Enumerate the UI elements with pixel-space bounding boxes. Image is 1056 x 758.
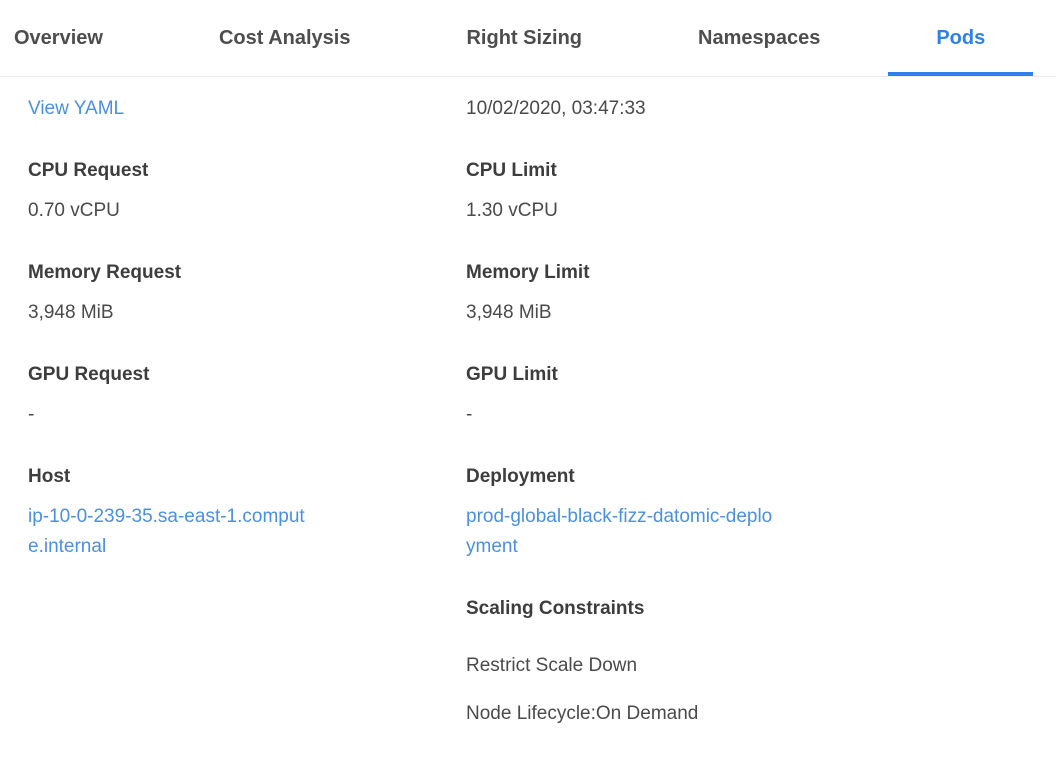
field-value: 3,948 MiB xyxy=(466,302,552,323)
field-deployment: Deployment prod-global-black-fizz-datomi… xyxy=(466,462,1026,562)
field-host: Host ip-10-0-239-35.sa-east-1.compute.in… xyxy=(28,462,466,562)
field-memory-request: Memory Request 3,948 MiB xyxy=(28,258,466,328)
scaling-constraints-label: Scaling Constraints xyxy=(466,598,645,619)
field-label: Memory Limit xyxy=(466,262,590,283)
left-column: View YAML CPU Request 0.70 vCPU Memory R… xyxy=(28,94,466,729)
right-column: 10/02/2020, 03:47:33 CPU Limit 1.30 vCPU… xyxy=(466,94,1026,729)
field-label: Host xyxy=(28,466,71,487)
host-link[interactable]: ip-10-0-239-35.sa-east-1.compute.interna… xyxy=(28,506,305,557)
field-gpu-limit: GPU Limit - xyxy=(466,360,1026,430)
scaling-constraint-item: Restrict Scale Down xyxy=(466,655,638,676)
field-value: - xyxy=(466,404,473,425)
field-value: - xyxy=(28,404,35,425)
field-cpu-limit: CPU Limit 1.30 vCPU xyxy=(466,156,1026,226)
field-label: Deployment xyxy=(466,466,575,487)
tab-cost-analysis[interactable]: Cost Analysis xyxy=(218,26,351,49)
tab-pods[interactable]: Pods xyxy=(888,0,1034,76)
field-value: 0.70 vCPU xyxy=(28,200,120,221)
view-yaml-row: View YAML xyxy=(28,94,466,124)
field-cpu-request: CPU Request 0.70 vCPU xyxy=(28,156,466,226)
pod-details-panel: View YAML CPU Request 0.70 vCPU Memory R… xyxy=(0,77,1056,729)
tab-namespaces[interactable]: Namespaces xyxy=(698,26,821,49)
field-label: CPU Request xyxy=(28,160,149,181)
field-label: GPU Request xyxy=(28,364,150,385)
field-label: CPU Limit xyxy=(466,160,557,181)
tab-overview[interactable]: Overview xyxy=(14,26,103,49)
field-label: Memory Request xyxy=(28,262,182,283)
field-gpu-request: GPU Request - xyxy=(28,360,466,430)
tab-bar: Overview Cost Analysis Right Sizing Name… xyxy=(0,0,1056,77)
field-value: 3,948 MiB xyxy=(28,302,114,323)
field-memory-limit: Memory Limit 3,948 MiB xyxy=(466,258,1026,328)
deployment-link[interactable]: prod-global-black-fizz-datomic-deploymen… xyxy=(466,506,773,557)
field-label: GPU Limit xyxy=(466,364,558,385)
field-value: 1.30 vCPU xyxy=(466,200,558,221)
last-updated-timestamp: 10/02/2020, 03:47:33 xyxy=(466,98,646,119)
scaling-constraint-item: Node Lifecycle:On Demand xyxy=(466,703,699,724)
tab-right-sizing[interactable]: Right Sizing xyxy=(466,26,583,49)
view-yaml-link[interactable]: View YAML xyxy=(28,98,125,119)
